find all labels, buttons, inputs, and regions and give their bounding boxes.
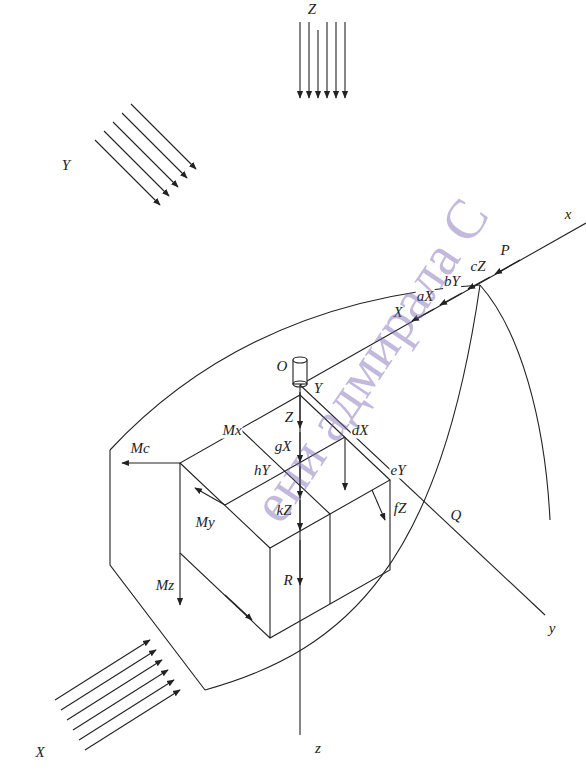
field-arrows-x [55, 640, 180, 750]
axis-name: z [314, 740, 322, 757]
force-component: P [499, 242, 510, 259]
moment-arrow [225, 595, 252, 620]
point-label: Q [450, 507, 463, 524]
moment-arrow [122, 462, 180, 463]
transom [110, 450, 205, 690]
force-component: fZ [393, 500, 408, 517]
instrument [293, 360, 307, 384]
moment-arrow [179, 553, 180, 605]
field-name: Y [61, 157, 71, 174]
origin-label: O [276, 358, 289, 375]
axis-name: x [564, 206, 573, 223]
field-arrows-z [300, 22, 345, 98]
moment-label: My [194, 514, 215, 531]
deck-edge [205, 285, 480, 690]
force-component: R [282, 572, 293, 589]
stem [480, 285, 550, 520]
field-arrows-y [95, 104, 196, 205]
moment-label: Mz [155, 577, 175, 594]
moment-label: Mx [221, 422, 242, 439]
force-component: eY [390, 462, 407, 479]
field-name: Z [307, 1, 317, 18]
axis-name: y [548, 620, 557, 637]
moment-label: Mc [129, 440, 150, 457]
field-name: X [34, 744, 45, 761]
moment-arrow [195, 488, 225, 505]
